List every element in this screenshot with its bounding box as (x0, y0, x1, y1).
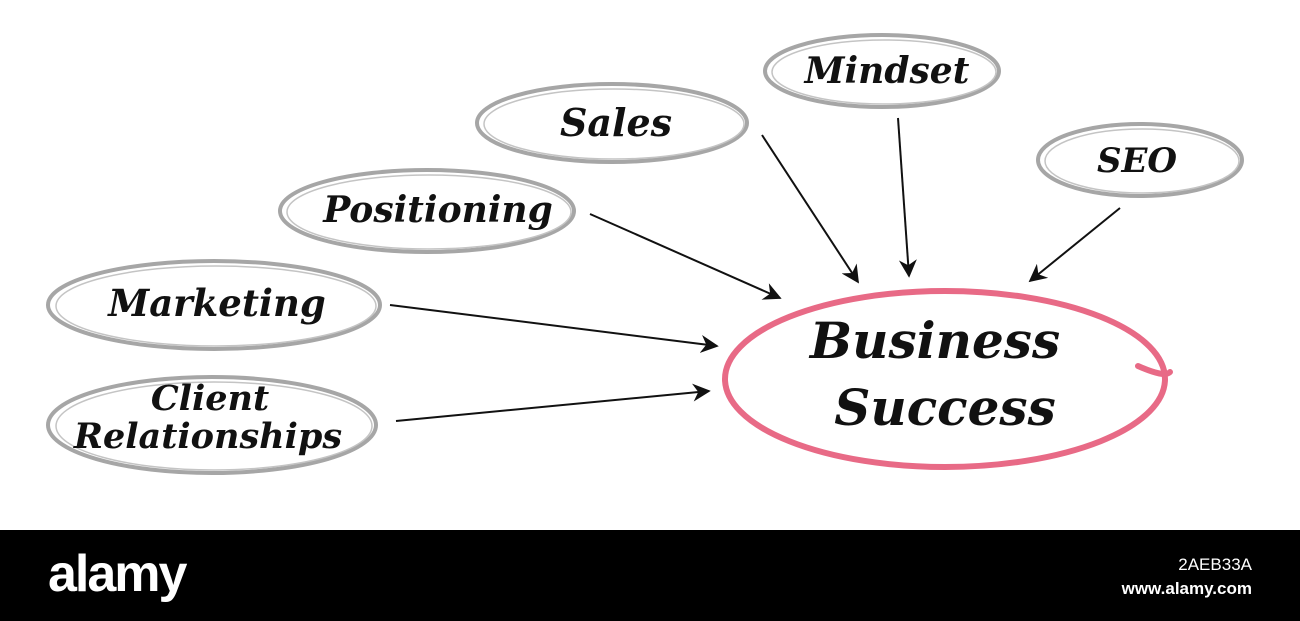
node-outline-inner (55, 381, 373, 471)
node-client-relationships: Client Relationships (46, 375, 378, 475)
hub-label-business: Business (808, 311, 1060, 370)
node-outline-inner (771, 39, 997, 105)
node-outline (46, 375, 378, 475)
node-label-positioning: Positioning (322, 189, 553, 231)
node-label-relationships: Relationships (73, 416, 342, 457)
stock-url: www.alamy.com (1121, 579, 1252, 598)
node-label-sales: Sales (560, 100, 672, 145)
brand-logo: alamy (48, 545, 187, 603)
node-mindset: Mindset (763, 33, 1001, 109)
node-outline-inner (55, 265, 377, 347)
node-outline (763, 33, 1001, 109)
watermark-footer: alamy 2AEB33A www.alamy.com (0, 530, 1300, 621)
node-label-seo: SEO (1097, 141, 1177, 181)
image-id: 2AEB33A (1178, 555, 1252, 574)
arrow-mindset-to-hub (897, 117, 917, 278)
node-outline (475, 82, 749, 164)
node-outline-inner (1044, 128, 1240, 194)
arrow-seo-to-hub (1028, 207, 1121, 283)
arrow-client-to-hub (395, 383, 711, 422)
node-outline (46, 259, 382, 351)
node-marketing: Marketing (46, 259, 382, 351)
node-label-marketing: Marketing (106, 281, 326, 325)
hub-business-success: Business Success (722, 288, 1173, 470)
node-label-mindset: Mindset (803, 50, 970, 92)
node-positioning: Positioning (278, 168, 576, 254)
arrow-sales-to-hub (761, 134, 859, 284)
node-outline (1036, 122, 1244, 198)
arrow-positioning-to-hub (589, 213, 782, 300)
arrow-marketing-to-hub (389, 304, 719, 353)
hub-outline (722, 288, 1168, 470)
arrows (389, 117, 1121, 422)
node-outline-inner (483, 88, 745, 160)
node-outline (278, 168, 576, 254)
hub-label-success: Success (834, 378, 1055, 437)
node-outline-inner (286, 174, 572, 250)
business-success-diagram: Sales Mindset SEO Positioning Marketing … (46, 33, 1244, 475)
node-sales: Sales (475, 82, 749, 164)
node-label-client: Client (151, 378, 269, 419)
node-seo: SEO (1036, 122, 1244, 198)
hub-outline-tail (1135, 363, 1173, 377)
